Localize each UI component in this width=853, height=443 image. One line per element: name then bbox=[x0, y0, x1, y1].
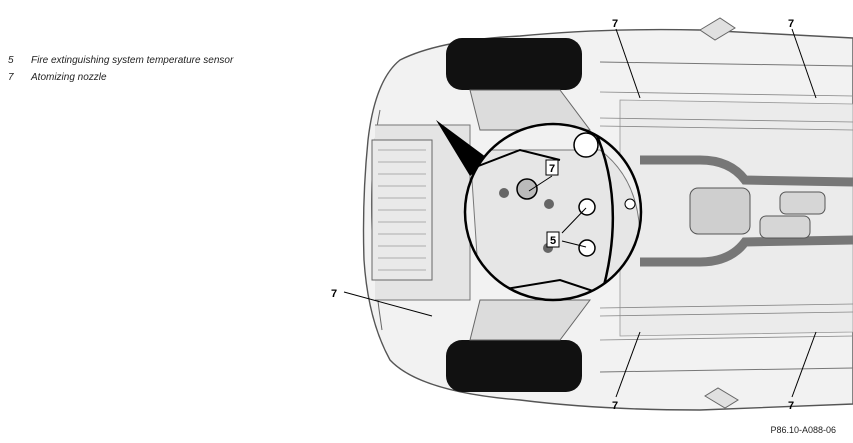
legend-item-5: 5 Fire extinguishing system temperature … bbox=[8, 52, 233, 69]
detail-pointer bbox=[436, 120, 490, 176]
figure-reference: P86.10-A088-06 bbox=[770, 425, 836, 435]
rear-flap-bottom bbox=[704, 387, 739, 409]
fuel-lines bbox=[599, 117, 853, 317]
legend-label: Fire extinguishing system temperature se… bbox=[31, 55, 234, 66]
sill-bottom bbox=[599, 367, 853, 373]
suspension-bottom bbox=[469, 299, 591, 341]
callout-nozzle-top-left: 7 bbox=[612, 18, 618, 30]
legend-number: 7 bbox=[8, 72, 14, 83]
sill-top-inner bbox=[599, 91, 853, 97]
muffler-lower bbox=[759, 215, 811, 239]
legend-number: 5 bbox=[8, 55, 14, 66]
muffler-upper bbox=[779, 191, 826, 215]
leader-lines bbox=[343, 28, 817, 398]
callout-box-sensor bbox=[546, 231, 560, 248]
callout-nozzle-bottom-right: 7 bbox=[788, 400, 794, 412]
callout-detail-sensor: 5 bbox=[550, 235, 556, 247]
callout-detail-nozzle: 7 bbox=[549, 163, 555, 175]
callout-nozzle-top-right: 7 bbox=[788, 18, 794, 30]
exhaust-pipe-upper bbox=[640, 155, 853, 187]
callout-nozzle-left: 7 bbox=[331, 288, 337, 300]
exhaust-pipe-lower bbox=[640, 235, 853, 267]
sill-top bbox=[599, 61, 853, 67]
callout-nozzle-bottom-left: 7 bbox=[612, 400, 618, 412]
legend-label: Atomizing nozzle bbox=[31, 72, 107, 83]
rear-flap-top bbox=[699, 17, 736, 41]
legend: 5 Fire extinguishing system temperature … bbox=[8, 52, 233, 86]
tire-front-left bbox=[446, 38, 582, 90]
legend-item-7: 7 Atomizing nozzle bbox=[8, 69, 233, 86]
callout-box-nozzle bbox=[545, 159, 559, 176]
catalytic-converter bbox=[689, 187, 751, 235]
suspension-top bbox=[469, 89, 591, 131]
sill-bottom-inner bbox=[599, 335, 853, 341]
tire-front-right bbox=[446, 340, 582, 392]
detail-magnifier bbox=[463, 122, 643, 302]
radiator-fins bbox=[378, 149, 426, 271]
